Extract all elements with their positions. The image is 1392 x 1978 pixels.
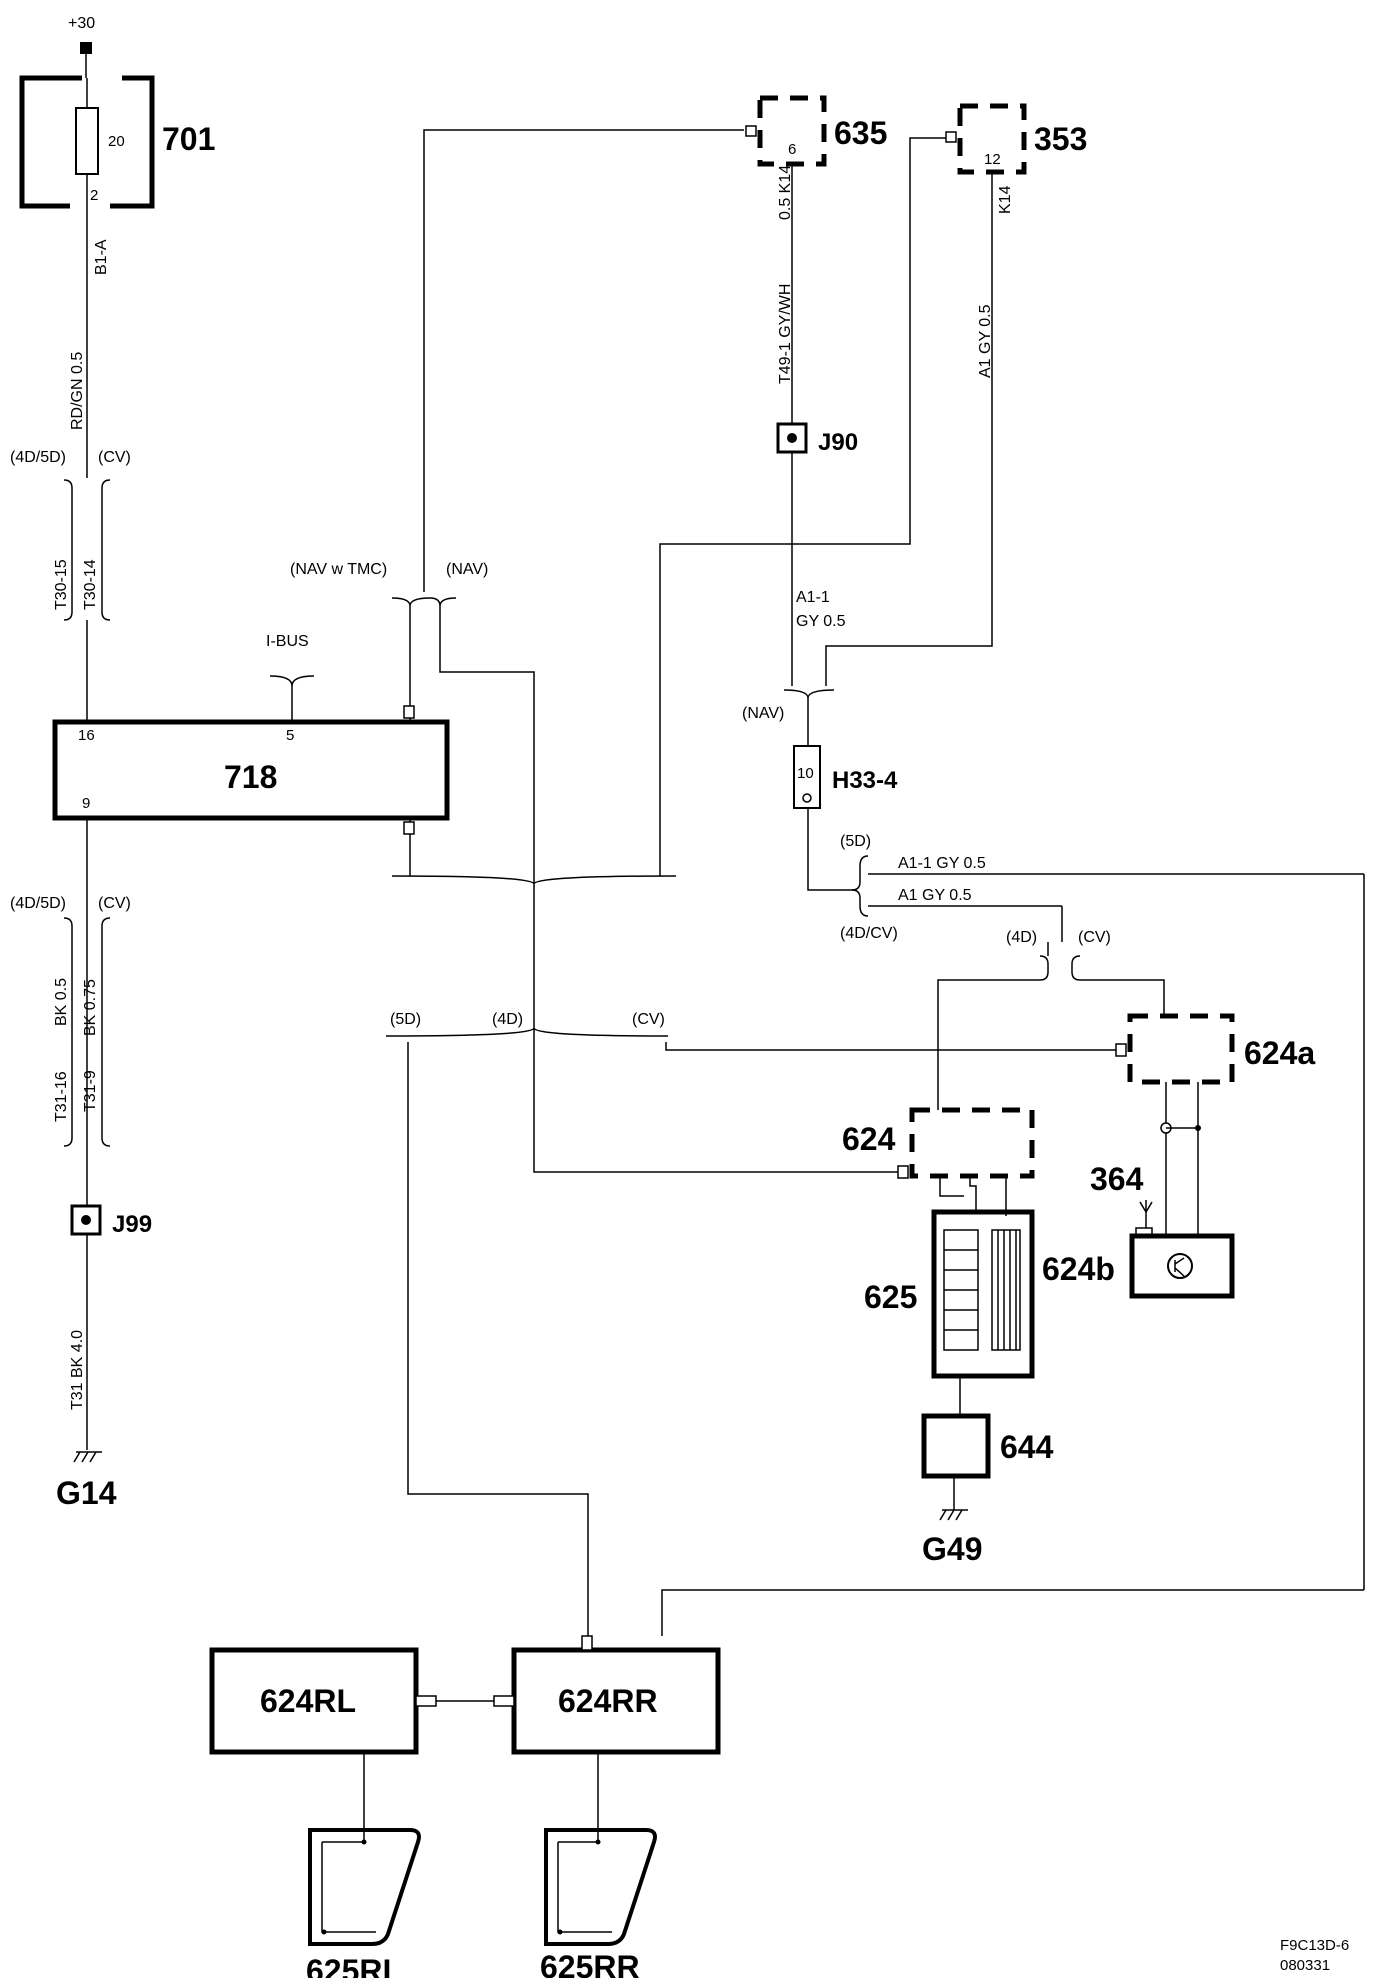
wire-label-a1gy05: A1 GY 0.5 xyxy=(977,304,994,378)
variant-cv-top: (CV) xyxy=(98,449,131,466)
pin-5: 5 xyxy=(286,727,294,744)
wire-label-k14b: K14 xyxy=(997,185,1014,214)
component-625rr: 625RR xyxy=(540,1949,640,1978)
variant-5d-b: (5D) xyxy=(390,1011,421,1028)
j90-label: J90 xyxy=(818,429,858,456)
ground-g14: G14 xyxy=(56,1451,117,1511)
fuse-701: 20 2 701 xyxy=(19,75,215,209)
component-624rr-box: 624RR xyxy=(511,1635,721,1755)
component-624-box: 624 xyxy=(842,1107,1035,1179)
component-644: 644 xyxy=(1000,1429,1054,1465)
footer-code: F9C13D-6 xyxy=(1280,1937,1349,1954)
connector-h33-4: 10 H33-4 xyxy=(793,745,898,809)
ground-g49: G49 xyxy=(922,1509,982,1567)
pin-6: 6 xyxy=(788,141,796,158)
component-625: 625 xyxy=(864,1279,917,1315)
g49-label: G49 xyxy=(922,1531,982,1567)
component-364: 364 xyxy=(1090,1161,1144,1197)
pin-12: 12 xyxy=(984,151,1001,168)
wire-label-t30-15: T30-15 xyxy=(53,559,70,610)
component-624a: 624a xyxy=(1244,1035,1315,1071)
wire-label-t31-16: T31-16 xyxy=(53,1071,70,1122)
component-635-box: 6 635 xyxy=(745,95,887,167)
component-353-box: 12 353 xyxy=(945,103,1087,175)
variant-4d-a: (4D) xyxy=(1006,929,1037,946)
component-701: 701 xyxy=(162,121,215,157)
variant-cv-b: (CV) xyxy=(632,1011,665,1028)
supply-terminal: +30 xyxy=(68,15,95,54)
antenna-icon xyxy=(1135,1200,1153,1237)
component-635: 635 xyxy=(834,115,887,151)
speaker-625rr-icon: 625RR xyxy=(540,1828,657,1978)
wire-label-gy05: GY 0.5 xyxy=(796,613,846,630)
wire-label-a1-gy: A1 GY 0.5 xyxy=(898,887,972,904)
pin-10: 10 xyxy=(797,765,814,782)
j99-label: J99 xyxy=(112,1211,152,1238)
component-625rl: 625RL xyxy=(306,1953,402,1978)
component-624a-box: 624a xyxy=(1115,1013,1315,1085)
supply-label: +30 xyxy=(68,15,95,32)
component-624b: 624b xyxy=(1042,1251,1115,1287)
wire-label-a11-gy: A1-1 GY 0.5 xyxy=(898,855,986,872)
component-624rl-box: 624RL xyxy=(209,1647,419,1755)
fuse-pin-2: 2 xyxy=(90,187,98,204)
variant-cv-a: (CV) xyxy=(1078,929,1111,946)
pin-16: 16 xyxy=(78,727,95,744)
wire-label-b1a: B1-A xyxy=(93,239,110,275)
wire-label-bk075: BK 0.75 xyxy=(82,979,99,1036)
component-718-box: 16 5 9 718 xyxy=(52,719,450,821)
variant-cv-mid: (CV) xyxy=(98,895,131,912)
component-624rr: 624RR xyxy=(558,1683,658,1719)
component-644-box: 644 xyxy=(921,1413,1054,1479)
component-624b-box: 624b xyxy=(1042,1233,1235,1299)
h33-4-label: H33-4 xyxy=(832,767,898,794)
g14-label: G14 xyxy=(56,1475,117,1511)
speaker-625rl-icon: 625RL xyxy=(306,1828,421,1978)
ibus-label: I-BUS xyxy=(266,633,309,650)
wire-label-k14a: 0.5 K14 xyxy=(777,165,794,220)
wire-label-bk05: BK 0.5 xyxy=(53,978,70,1026)
footer-date: 080331 xyxy=(1280,1957,1330,1974)
component-624rl: 624RL xyxy=(260,1683,356,1719)
pin-9: 9 xyxy=(82,795,90,812)
variant-4d-b: (4D) xyxy=(492,1011,523,1028)
connector-j99: J99 xyxy=(70,1204,152,1238)
variant-4dcv: (4D/CV) xyxy=(840,925,898,942)
variant-nav-tmc: (NAV w TMC) xyxy=(290,561,387,578)
wire-label-t30-14: T30-14 xyxy=(82,559,99,610)
variant-4d5d-top: (4D/5D) xyxy=(10,449,66,466)
wire-label-t31-9: T31-9 xyxy=(82,1070,99,1112)
connector-j90: J90 xyxy=(776,422,858,456)
wire-label-t49: T49-1 GY/WH xyxy=(777,284,794,384)
component-353: 353 xyxy=(1034,121,1087,157)
wire-label-t31-bk4: T31 BK 4.0 xyxy=(69,1330,86,1410)
variant-5d: (5D) xyxy=(840,833,871,850)
variant-nav-2: (NAV) xyxy=(742,705,784,722)
component-625-box: 625 xyxy=(864,1209,1035,1379)
wire-label-rdgn: RD/GN 0.5 xyxy=(69,352,86,430)
variant-4d5d-mid: (4D/5D) xyxy=(10,895,66,912)
fuse-pin-20: 20 xyxy=(108,133,125,150)
variant-nav-1: (NAV) xyxy=(446,561,488,578)
wire-label-a11: A1-1 xyxy=(796,589,830,606)
component-624: 624 xyxy=(842,1121,896,1157)
component-718: 718 xyxy=(224,759,277,795)
